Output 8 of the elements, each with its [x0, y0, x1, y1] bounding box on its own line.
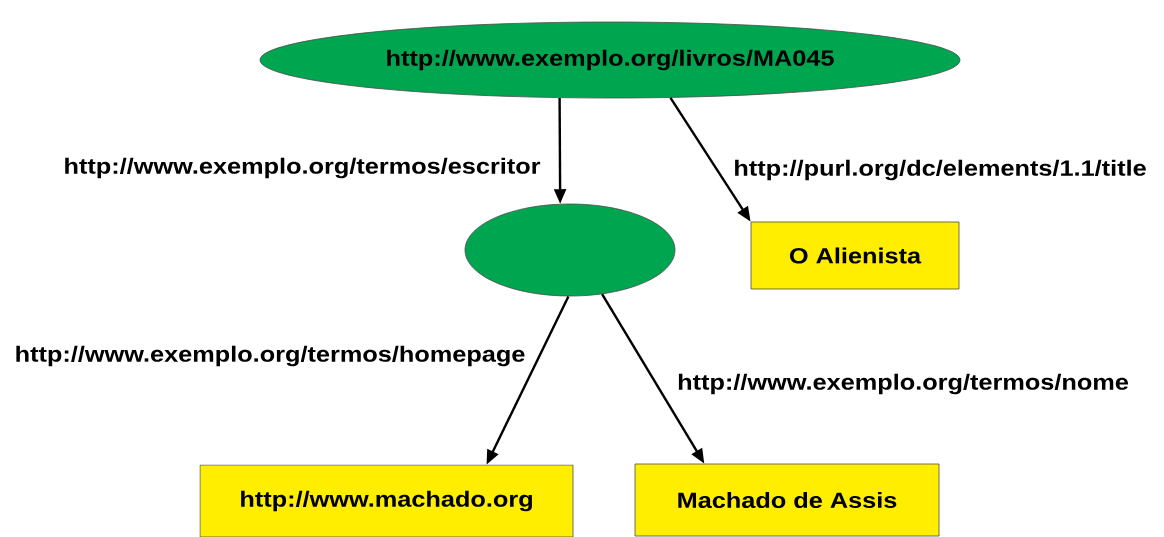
literal-box: http://www.machado.org	[199, 464, 574, 537]
edge-label: http://purl.org/dc/elements/1.1/title	[732, 158, 1148, 182]
edge-label: http://www.exemplo.org/termos/homepage	[13, 344, 527, 368]
edge-label: http://www.exemplo.org/termos/escritor	[62, 156, 542, 180]
literal-box: O Alienista	[750, 221, 960, 290]
resource-ellipse	[464, 203, 676, 297]
edge-label: http://www.exemplo.org/termos/nome	[675, 372, 1131, 396]
literal-box: Machado de Assis	[634, 463, 940, 537]
